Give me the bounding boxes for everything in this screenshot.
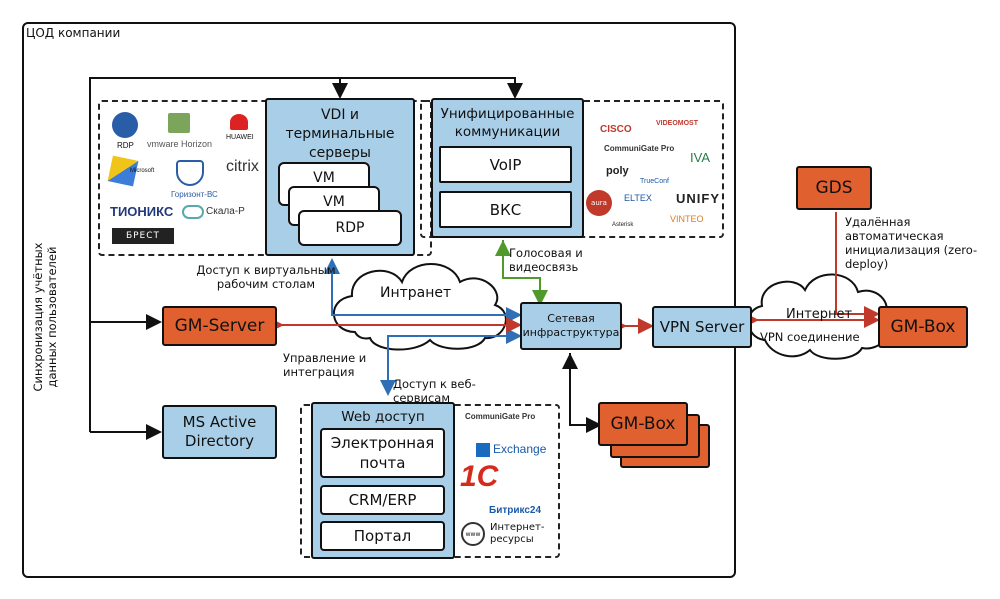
vks-card: ВКС: [439, 191, 572, 228]
vdi-title: VDI и терминальные серверы: [285, 106, 395, 161]
gds-gmbox-arrow: [835, 212, 880, 322]
communigate-web-logo: CommuniGate Pro: [465, 412, 536, 421]
uc-title: Унифицированные коммуникации: [440, 106, 575, 140]
videomost-logo: VIDEOMOST: [656, 120, 699, 127]
tionix-logo: ТИОНИКС: [110, 204, 174, 219]
communigate-uc-logo: CommuniGate Pro: [604, 144, 675, 153]
vmware-logo: vmware Horizon: [147, 139, 213, 149]
exchange-logo: Exchange: [493, 442, 547, 456]
globe-icon: www: [461, 522, 485, 546]
sync-label: Синхронизация учётных данных пользовател…: [31, 242, 59, 392]
rdp-card: RDP: [298, 210, 402, 246]
datacenter-title: ЦОД компании: [26, 26, 121, 40]
management-label: Управление и интеграция: [283, 351, 367, 379]
sync-line-uc: [89, 77, 523, 432]
rdp-logo-icon: [112, 112, 138, 138]
web-access-label: Доступ к веб-сервисам: [393, 377, 476, 405]
iva-logo: IVA: [690, 150, 710, 165]
trueconf-logo: TrueConf: [640, 178, 669, 185]
vpn-server-box: VPN Server: [652, 306, 752, 348]
vmware-horizon-icon: [168, 113, 190, 133]
citrix-logo: citrix: [226, 158, 259, 175]
vpn-conn-label: VPN соединение: [760, 330, 860, 344]
datacenter-frame: [22, 22, 736, 578]
intranet-label: Интранет: [380, 285, 452, 301]
asterisk-logo: Asterisk: [612, 222, 634, 228]
poly-logo: poly: [606, 165, 629, 177]
brest-logo: БРЕСТ: [112, 228, 174, 244]
ms-ad-box: MS Active Directory: [162, 405, 277, 459]
web-title: Web доступ: [341, 409, 425, 425]
exchange-icon: [476, 443, 490, 457]
gm-server-box: GM-Server: [162, 306, 277, 346]
aura-logo: aura: [586, 190, 612, 216]
huawei-logo: HUAWEI: [226, 134, 254, 141]
cisco-logo: CISCO: [600, 124, 632, 135]
gm-box-local: GM-Box: [598, 402, 688, 446]
gorizont-icon: [176, 160, 204, 186]
zero-deploy-label: Удалённая автоматическая инициализация (…: [845, 215, 978, 271]
vinteo-logo: VINTEO: [670, 214, 704, 224]
gorizont-logo: Горизонт-ВС: [171, 190, 218, 199]
huawei-icon: [230, 114, 248, 130]
skala-logo: Скала-Р: [206, 206, 245, 217]
cloud-icon: [182, 205, 204, 219]
onec-logo: 1С: [460, 460, 499, 493]
eltex-logo: ELTEX: [624, 193, 652, 203]
network-infra-box: Сетевая инфраструктура: [520, 302, 622, 350]
vdi-access-label: Доступ к виртуальным рабочим столам: [196, 263, 336, 291]
email-card: Электронная почта: [320, 428, 445, 478]
portal-card: Портал: [320, 521, 445, 551]
net-gmbox-arrow: [569, 353, 602, 433]
crm-card: CRM/ERP: [320, 485, 445, 515]
gm-box-remote: GM-Box: [878, 306, 968, 348]
internet-label: Интернет: [786, 307, 853, 322]
internet-resources-logo: Интернет-ресурсы: [490, 522, 545, 545]
rdp-logo-label: RDP: [117, 141, 134, 150]
gds-box: GDS: [796, 166, 872, 210]
voice-video-label: Голосовая и видеосвязь: [509, 246, 583, 274]
voip-card: VoIP: [439, 146, 572, 183]
unify-logo: UNIFY: [676, 191, 720, 206]
microsoft-logo: Microsoft: [130, 168, 155, 174]
bitrix-logo: Битрикс24: [489, 505, 542, 516]
